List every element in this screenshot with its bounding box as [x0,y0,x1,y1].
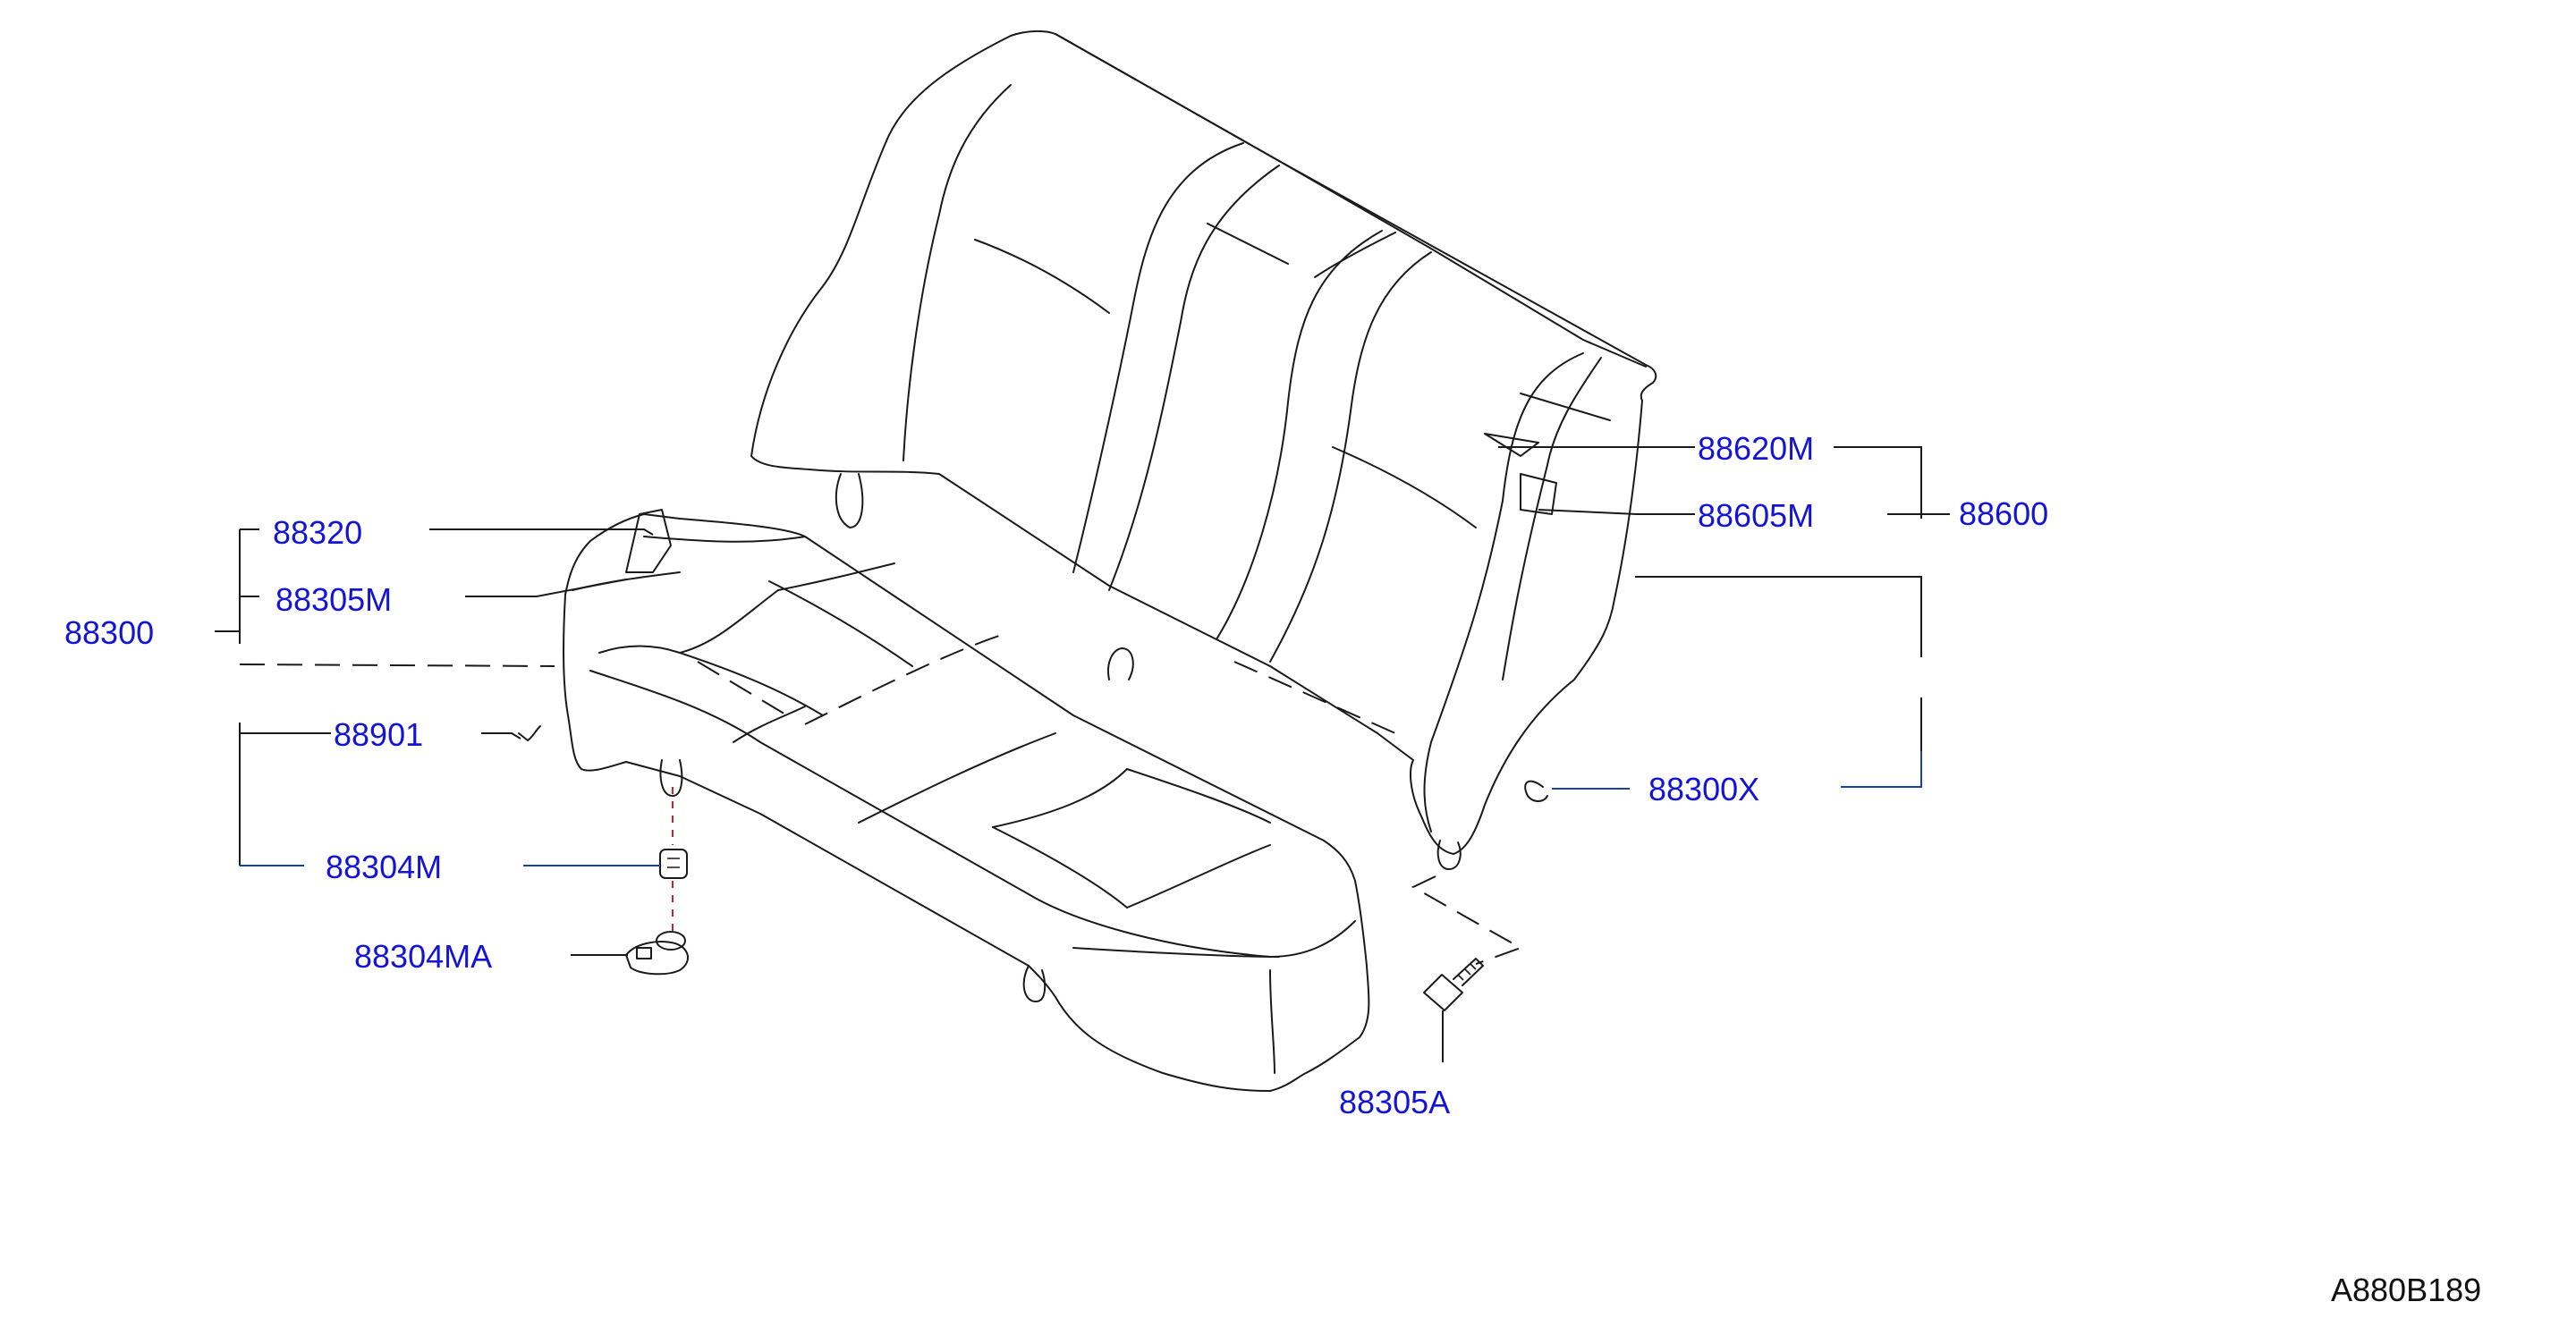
label-88300X[interactable]: 88300X [1648,771,1759,807]
part-labels: 88300 88320 88305M 88901 88304M 88304MA … [64,430,2481,1308]
clip-88300X-shape [1524,780,1548,802]
label-88305M[interactable]: 88305M [275,581,392,618]
clip-88304M-shape [659,849,688,879]
label-88620M[interactable]: 88620M [1698,430,1814,467]
clip-88304MA-shape [625,931,689,976]
label-88605M[interactable]: 88605M [1698,497,1814,534]
label-88600[interactable]: 88600 [1959,495,2048,532]
label-88304M[interactable]: 88304M [326,849,442,885]
leader-lines [215,446,1950,1062]
label-88300[interactable]: 88300 [64,614,154,651]
seat-cushion-illustration [563,509,1370,1092]
bolt-88305A-shape [1423,958,1484,1011]
locator-88305A [1411,875,1523,965]
locator-88300 [239,664,555,667]
label-88320[interactable]: 88320 [273,514,362,551]
clip-88901-shape [518,725,541,741]
label-88304MA[interactable]: 88304MA [354,938,492,975]
label-88305A[interactable]: 88305A [1339,1084,1450,1120]
label-88901[interactable]: 88901 [334,716,423,753]
diagram-reference-code: A880B189 [2331,1272,2481,1308]
seat-back-illustration [750,30,1657,870]
